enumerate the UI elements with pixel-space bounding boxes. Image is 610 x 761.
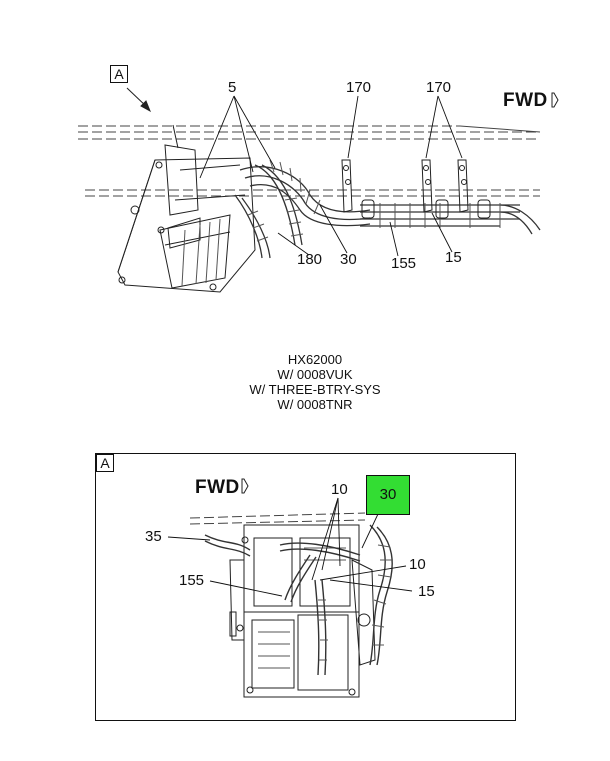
callout-180: 180 bbox=[297, 251, 323, 268]
callout-155: 155 bbox=[391, 255, 417, 272]
config-caption: HX62000 W/ 0008VUK W/ THREE-BTRY-SYS W/ … bbox=[215, 352, 415, 412]
callout-170-left: 170 bbox=[346, 79, 372, 96]
highlighted-callout-30[interactable]: 30 bbox=[366, 475, 410, 515]
callout-5: 5 bbox=[228, 79, 237, 96]
caption-line-model: HX62000 bbox=[287, 352, 343, 367]
callout-15-detail: 15 bbox=[418, 583, 435, 600]
view-letter-a: A bbox=[110, 65, 128, 83]
callout-30: 30 bbox=[340, 251, 357, 268]
detail-fwd-label: FWD bbox=[195, 477, 240, 498]
fwd-label: FWD bbox=[503, 90, 548, 111]
callout-155-detail: 155 bbox=[179, 572, 205, 589]
caption-line-option-1: W/ 0008VUK bbox=[277, 367, 353, 382]
callout-15: 15 bbox=[445, 249, 462, 266]
callout-10-top: 10 bbox=[331, 481, 348, 498]
detail-view-frame bbox=[95, 453, 516, 721]
caption-line-option-3: W/ 0008TNR bbox=[277, 397, 353, 412]
callout-170-right: 170 bbox=[426, 79, 452, 96]
callout-10-right: 10 bbox=[409, 556, 426, 573]
callout-35: 35 bbox=[145, 528, 162, 545]
caption-line-option-2: W/ THREE-BTRY-SYS bbox=[249, 382, 381, 397]
detail-view-letter-a: A bbox=[96, 454, 114, 472]
